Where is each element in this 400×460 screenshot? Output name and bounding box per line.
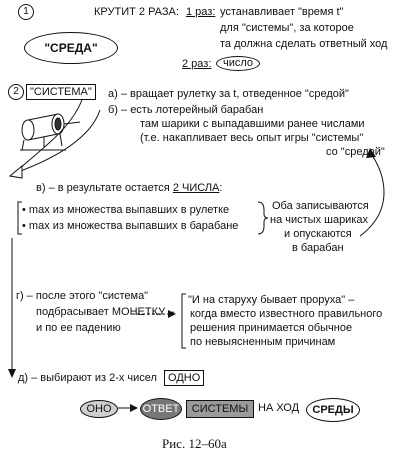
quote-line2: когда вместо известного правильного xyxy=(190,308,383,320)
step-1-title: КРУТИТ 2 РАЗА: xyxy=(94,6,179,18)
note-line-1: Оба записываются xyxy=(272,200,369,212)
sistemy-box: СИСТЕМЫ xyxy=(186,400,254,418)
note-line-3: и опускаются xyxy=(284,228,352,240)
sredy-oval: СРЕДЫ xyxy=(306,398,360,422)
step-2b-line1: б) – есть лотерейный барабан xyxy=(108,104,264,116)
step-v-text: в) – в результате остается 2 ЧИСЛА: xyxy=(36,182,223,194)
step-2b-line4: со "средой" xyxy=(326,146,385,158)
raz1-label: 1 раз: xyxy=(186,6,216,18)
figure-caption: Рис. 12–60а xyxy=(162,436,227,451)
raz2-label: 2 раз: xyxy=(182,58,212,70)
step-1-number: 1 xyxy=(18,4,34,20)
step-2b-line3: (т.е. накапливает весь опыт игры "систем… xyxy=(140,132,364,144)
quote-line1: "И на старуху бывает проруха" – xyxy=(188,294,355,306)
roulette-drum-drawing xyxy=(20,113,81,151)
raz1-line2: для "системы", за которое xyxy=(220,22,354,34)
raz1-text: устанавливает "время t" xyxy=(220,6,344,18)
na-hod-text: НА ХОД xyxy=(258,402,300,414)
step-g-line1: г) – после этого "система" xyxy=(16,290,149,302)
sistema-box: "СИСТЕМА" xyxy=(26,84,96,100)
note-line-2: на чистых шариках xyxy=(270,214,369,226)
step-2a: а) – вращает рулетку за t, отведенное "с… xyxy=(108,88,349,100)
note-line-4: в барабан xyxy=(292,242,344,254)
step-g-line2: подбрасывает МОНЕТКУ – xyxy=(36,306,175,318)
step-2b-line2: там шарики с выпадавшими ранее числами xyxy=(140,118,365,130)
step-v-item-2: • max из множества выпавших в барабане xyxy=(22,220,239,232)
raz1-line3: та должна сделать ответный ход xyxy=(220,38,388,50)
quote-line4: по невыясненным причинам xyxy=(190,336,336,348)
quote-line3: решения принимается обычное xyxy=(190,322,353,334)
sreda-oval: "СРЕДА" xyxy=(24,32,118,64)
step-v-item-1: • max из множества выпавших в рулетке xyxy=(22,204,230,216)
two-numbers: 2 ЧИСЛА xyxy=(172,182,220,194)
raz2-value: число xyxy=(216,56,261,71)
step-2-number: 2 xyxy=(8,84,24,100)
step-g-line3: и по ее падению xyxy=(36,322,121,334)
ono-oval: ОНО xyxy=(80,400,118,418)
otvet-oval: ОТВЕТ xyxy=(140,398,182,420)
step-d-text: д) – выбирают из 2-х чисел xyxy=(18,372,157,384)
odno-box: ОДНО xyxy=(164,370,205,386)
